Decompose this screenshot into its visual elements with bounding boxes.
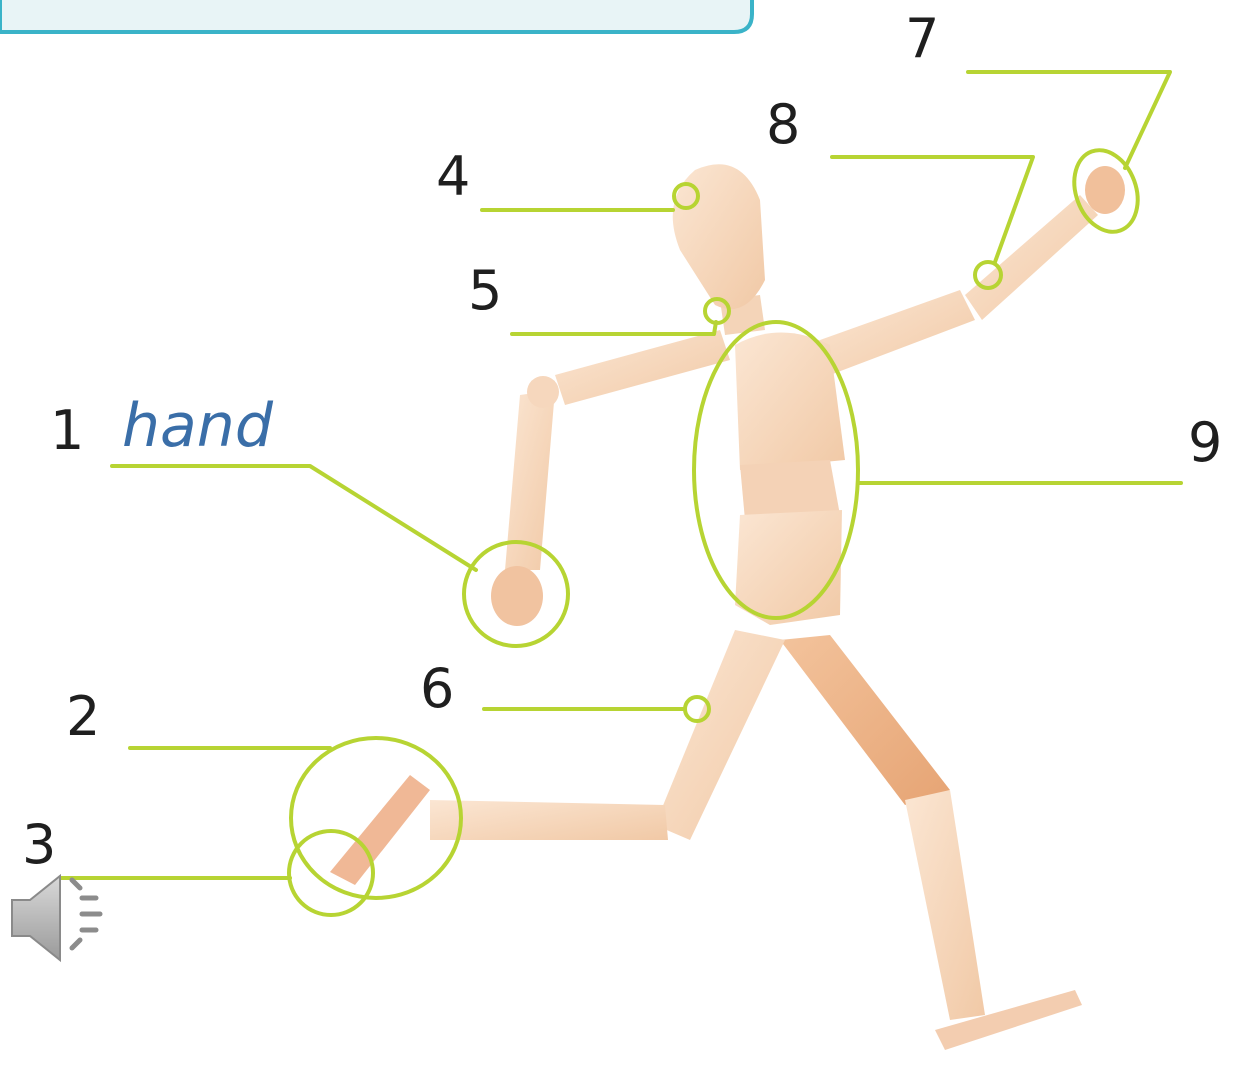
- fist-left: [491, 566, 543, 626]
- hips: [735, 510, 842, 625]
- front-thigh: [655, 630, 785, 840]
- upper-arm-right: [820, 290, 975, 375]
- elbow-left: [527, 376, 559, 408]
- label-number-6: 6: [420, 662, 454, 716]
- label-number-9: 9: [1188, 416, 1222, 470]
- label-number-2: 2: [66, 690, 100, 744]
- speaker-icon[interactable]: [8, 868, 108, 968]
- top-banner: [0, 0, 752, 32]
- answer-1: hand: [122, 396, 273, 456]
- label-number-3: 3: [22, 818, 56, 872]
- back-shin: [905, 790, 985, 1020]
- leader-line-8: [832, 157, 1033, 262]
- forearm-right: [965, 195, 1098, 320]
- label-number-1: 1: [50, 404, 84, 458]
- label-number-7: 7: [905, 12, 939, 66]
- front-shin: [430, 800, 668, 840]
- leader-line-5: [512, 322, 716, 334]
- leader-line-7: [968, 72, 1170, 168]
- label-number-4: 4: [436, 150, 470, 204]
- label-number-8: 8: [766, 98, 800, 152]
- label-number-5: 5: [468, 264, 502, 318]
- hand-right: [1085, 166, 1125, 214]
- leader-line-1: [112, 466, 476, 570]
- front-foot: [330, 775, 430, 885]
- mannequin-figure: [330, 164, 1125, 1050]
- back-thigh: [780, 635, 950, 805]
